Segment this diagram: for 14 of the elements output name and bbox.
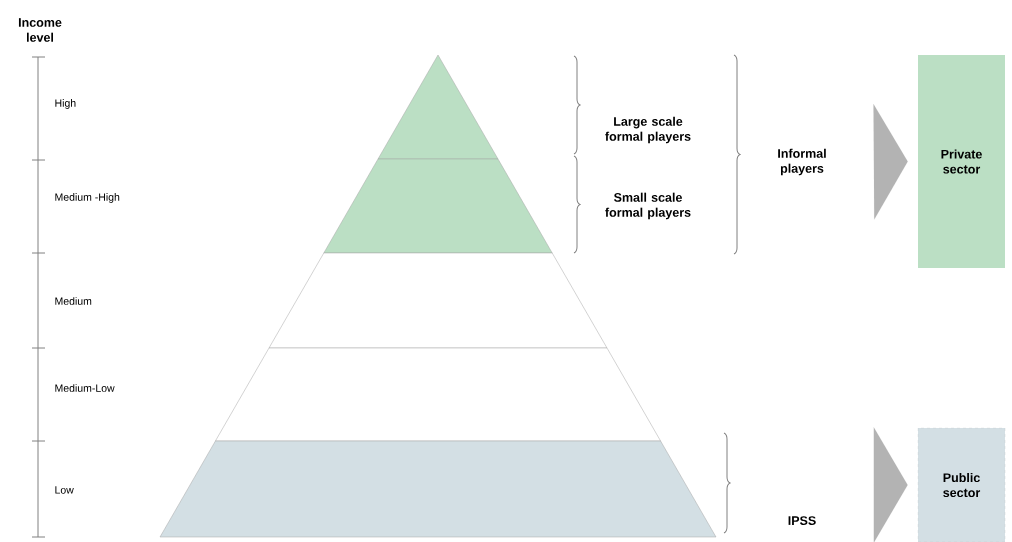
sector-box: Private sector [918,55,1005,268]
income-level-label: Medium [55,297,92,305]
axis-title: Income level [18,18,62,42]
chevron-arrow [873,103,908,220]
chevron-arrow [873,427,908,542]
income-level-label: High [55,99,76,109]
group-label: Informal players [778,148,826,176]
income-level-label: Medium-Low [55,384,115,392]
group-label: IPSS [788,516,816,525]
sector-box: Public sector [917,427,1006,542]
income-level-label: Low [55,486,74,494]
group-label: Large scale formal players [605,116,691,144]
group-label: Small scale formal players [605,192,691,220]
income-level-label: Medium -High [55,193,120,203]
